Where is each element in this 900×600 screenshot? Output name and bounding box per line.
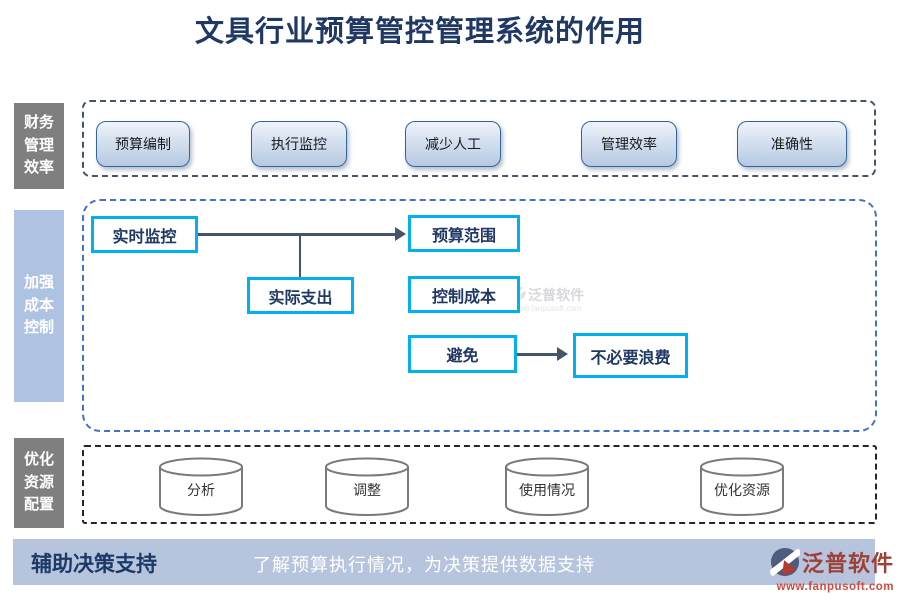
cylinder-label: 使用情况	[519, 482, 575, 498]
watermark-brand-name: 泛普软件	[528, 287, 584, 303]
cylinder-usage-status: 使用情况	[503, 456, 591, 518]
cylinder-analysis: 分析	[157, 456, 245, 518]
node-realtime-monitoring: 实时监控	[91, 216, 198, 253]
brand-logo-icon	[768, 547, 803, 581]
cylinder-label: 调整	[353, 482, 381, 498]
node-actual-expense: 实际支出	[247, 277, 354, 314]
cylinder-optimize-resources: 优化资源	[698, 456, 786, 518]
button-execution-monitoring: 执行监控	[251, 121, 347, 167]
node-control-cost: 控制成本	[408, 276, 520, 313]
connector-expense-branch	[299, 234, 301, 278]
watermark-brand-url: www.fanpusoft.com	[512, 304, 582, 313]
brand-url: www.fanpusoft.com	[776, 581, 894, 593]
database-cylinder-icon	[157, 457, 245, 522]
button-reduce-labor: 减少人工	[405, 121, 501, 167]
sidebar-resource-allocation: 优化资源配置	[14, 438, 64, 528]
connector-avoid-to-waste	[517, 353, 559, 356]
cylinder-adjustment: 调整	[323, 456, 411, 518]
node-avoid: 避免	[408, 335, 517, 373]
button-management-efficiency: 管理效率	[581, 121, 677, 167]
footer-label: 辅助决策支持	[31, 552, 157, 576]
arrow-head-icon	[395, 227, 406, 241]
page-title: 文具行业预算管控管理系统的作用	[194, 16, 645, 48]
brand-logo: 泛普软件 www.fanpusoft.com	[744, 547, 894, 594]
button-budget-compilation: 预算编制	[96, 121, 190, 167]
database-cylinder-icon	[503, 457, 591, 522]
sidebar-financial-efficiency: 财务管理效率	[14, 103, 64, 189]
brand-name: 泛普软件	[801, 551, 894, 576]
cylinder-label: 优化资源	[714, 482, 770, 498]
arrow-head-icon	[557, 347, 568, 361]
database-cylinder-icon	[323, 457, 411, 522]
sidebar-cost-control: 加强成本控制	[14, 210, 64, 402]
node-budget-scope: 预算范围	[408, 215, 520, 252]
database-cylinder-icon	[698, 457, 786, 522]
watermark-logo: 泛普软件 www.fanpusoft.com	[511, 286, 584, 313]
footer-description: 了解预算执行情况，为决策提供数据支持	[253, 555, 595, 575]
footer-bar	[13, 539, 875, 585]
node-unnecessary-waste: 不必要浪费	[573, 333, 688, 378]
button-accuracy: 准确性	[737, 121, 847, 167]
cylinder-label: 分析	[187, 482, 215, 498]
connector-realtime-to-scope	[198, 233, 398, 236]
